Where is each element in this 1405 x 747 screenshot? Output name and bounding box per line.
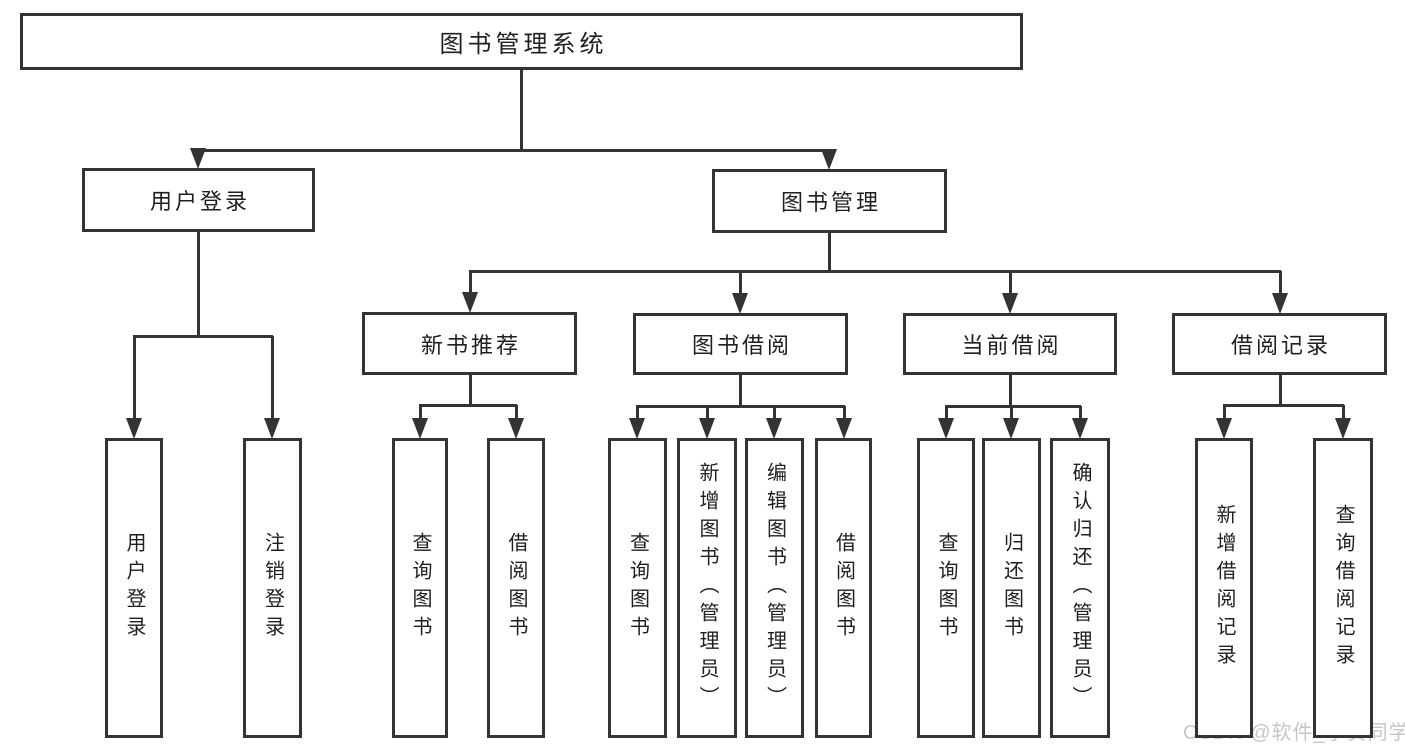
node-label: 用户登录	[149, 189, 250, 214]
arrow-shaft	[772, 406, 776, 423]
node-leaf-borrow-books-a: 借阅图书	[487, 438, 545, 738]
node-current-borrowing: 当前借阅	[903, 313, 1117, 375]
node-leaf-query-books-c: 查询图书	[917, 438, 975, 738]
connector-rail	[945, 404, 1081, 408]
arrow-down-icon	[629, 418, 645, 439]
node-borrowing-records: 借阅记录	[1172, 313, 1387, 375]
arrow-down-icon	[1272, 293, 1288, 314]
connector-stem	[196, 232, 200, 336]
node-leaf-user-login: 用户登录	[105, 438, 163, 738]
arrow-shaft	[1078, 406, 1082, 423]
node-label: 新增借阅记录	[1213, 504, 1235, 672]
arrow-down-icon	[766, 418, 782, 439]
node-label: 编辑图书（管理员）	[763, 462, 786, 714]
connector-rail	[469, 269, 1281, 273]
arrow-shaft	[418, 405, 422, 423]
node-label: 图书管理系统	[439, 31, 608, 58]
node-leaf-query-books-a: 查询图书	[392, 438, 448, 738]
node-leaf-add-book-admin: 新增图书（管理员）	[677, 438, 737, 738]
node-book-management: 图书管理	[712, 169, 947, 233]
arrow-shaft	[1008, 271, 1012, 298]
node-label: 查询图书	[409, 532, 431, 644]
arrow-down-icon	[126, 418, 142, 439]
node-label: 注销登录	[261, 532, 284, 644]
node-leaf-query-borrow-rec: 查询借阅记录	[1313, 438, 1373, 738]
arrow-down-icon	[412, 418, 428, 439]
arrow-shaft	[842, 406, 846, 423]
arrow-down-icon	[699, 418, 715, 439]
node-user-login: 用户登录	[82, 168, 315, 232]
node-leaf-logout: 注销登录	[243, 438, 302, 738]
node-leaf-query-books-b: 查询图书	[608, 438, 667, 738]
node-label: 查询图书	[935, 532, 957, 644]
arrow-shaft	[1009, 406, 1013, 423]
arrow-down-icon	[1003, 418, 1019, 439]
node-label: 当前借阅	[961, 333, 1062, 358]
arrow-shaft	[1341, 405, 1345, 423]
arrow-down-icon	[1072, 418, 1088, 439]
arrow-down-icon	[938, 418, 954, 439]
arrow-down-icon	[732, 293, 748, 314]
connector-stem	[827, 233, 831, 271]
node-new-book-recommend: 新书推荐	[362, 312, 577, 375]
arrow-down-icon	[1002, 293, 1018, 314]
node-label: 借阅记录	[1230, 333, 1331, 358]
arrow-down-icon	[836, 418, 852, 439]
node-book-borrowing: 图书借阅	[633, 313, 848, 375]
node-label: 查询图书	[626, 532, 649, 644]
connector-stem	[1278, 375, 1282, 405]
node-label: 新增图书（管理员）	[696, 462, 718, 714]
node-leaf-confirm-return: 确认归还（管理员）	[1050, 438, 1110, 738]
arrow-down-icon	[1335, 418, 1351, 439]
connector-stem	[519, 70, 523, 150]
node-system-root: 图书管理系统	[20, 13, 1023, 70]
connector-rail	[419, 403, 517, 407]
connector-stem	[1008, 375, 1012, 406]
arrow-shaft	[738, 271, 742, 298]
arrow-down-icon	[264, 418, 280, 439]
arrow-down-icon	[190, 148, 206, 169]
arrow-down-icon	[821, 149, 837, 170]
arrow-down-icon	[462, 292, 478, 313]
arrow-shaft	[944, 406, 948, 423]
arrow-shaft	[270, 336, 274, 423]
node-label: 借阅图书	[832, 532, 855, 644]
arrow-shaft	[132, 336, 136, 423]
arrow-shaft	[705, 406, 709, 423]
arrow-shaft	[1278, 271, 1282, 298]
connector-rail	[636, 404, 845, 408]
node-leaf-return-book: 归还图书	[982, 438, 1041, 738]
arrow-shaft	[1222, 405, 1226, 423]
node-leaf-borrow-books-b: 借阅图书	[815, 438, 872, 738]
node-leaf-edit-book-admin: 编辑图书（管理员）	[745, 438, 804, 738]
arrow-down-icon	[1216, 418, 1232, 439]
node-label: 图书管理	[780, 190, 881, 215]
connector-rail	[197, 148, 830, 152]
node-label: 查询借阅记录	[1332, 504, 1354, 672]
node-label: 确认归还（管理员）	[1069, 462, 1091, 714]
node-leaf-add-borrow-rec: 新增借阅记录	[1195, 438, 1253, 738]
connector-rail	[133, 334, 273, 338]
connector-stem	[738, 375, 742, 406]
connector-stem	[468, 375, 472, 405]
node-label: 新书推荐	[420, 332, 521, 358]
arrow-shaft	[635, 406, 639, 423]
node-label: 归还图书	[1000, 532, 1023, 644]
node-label: 用户登录	[123, 532, 145, 644]
node-label: 借阅图书	[505, 532, 527, 644]
arrow-down-icon	[508, 418, 524, 439]
connector-rail	[1223, 403, 1344, 407]
node-label: 图书借阅	[691, 333, 792, 358]
arrow-shaft	[468, 271, 472, 297]
arrow-shaft	[514, 405, 518, 423]
